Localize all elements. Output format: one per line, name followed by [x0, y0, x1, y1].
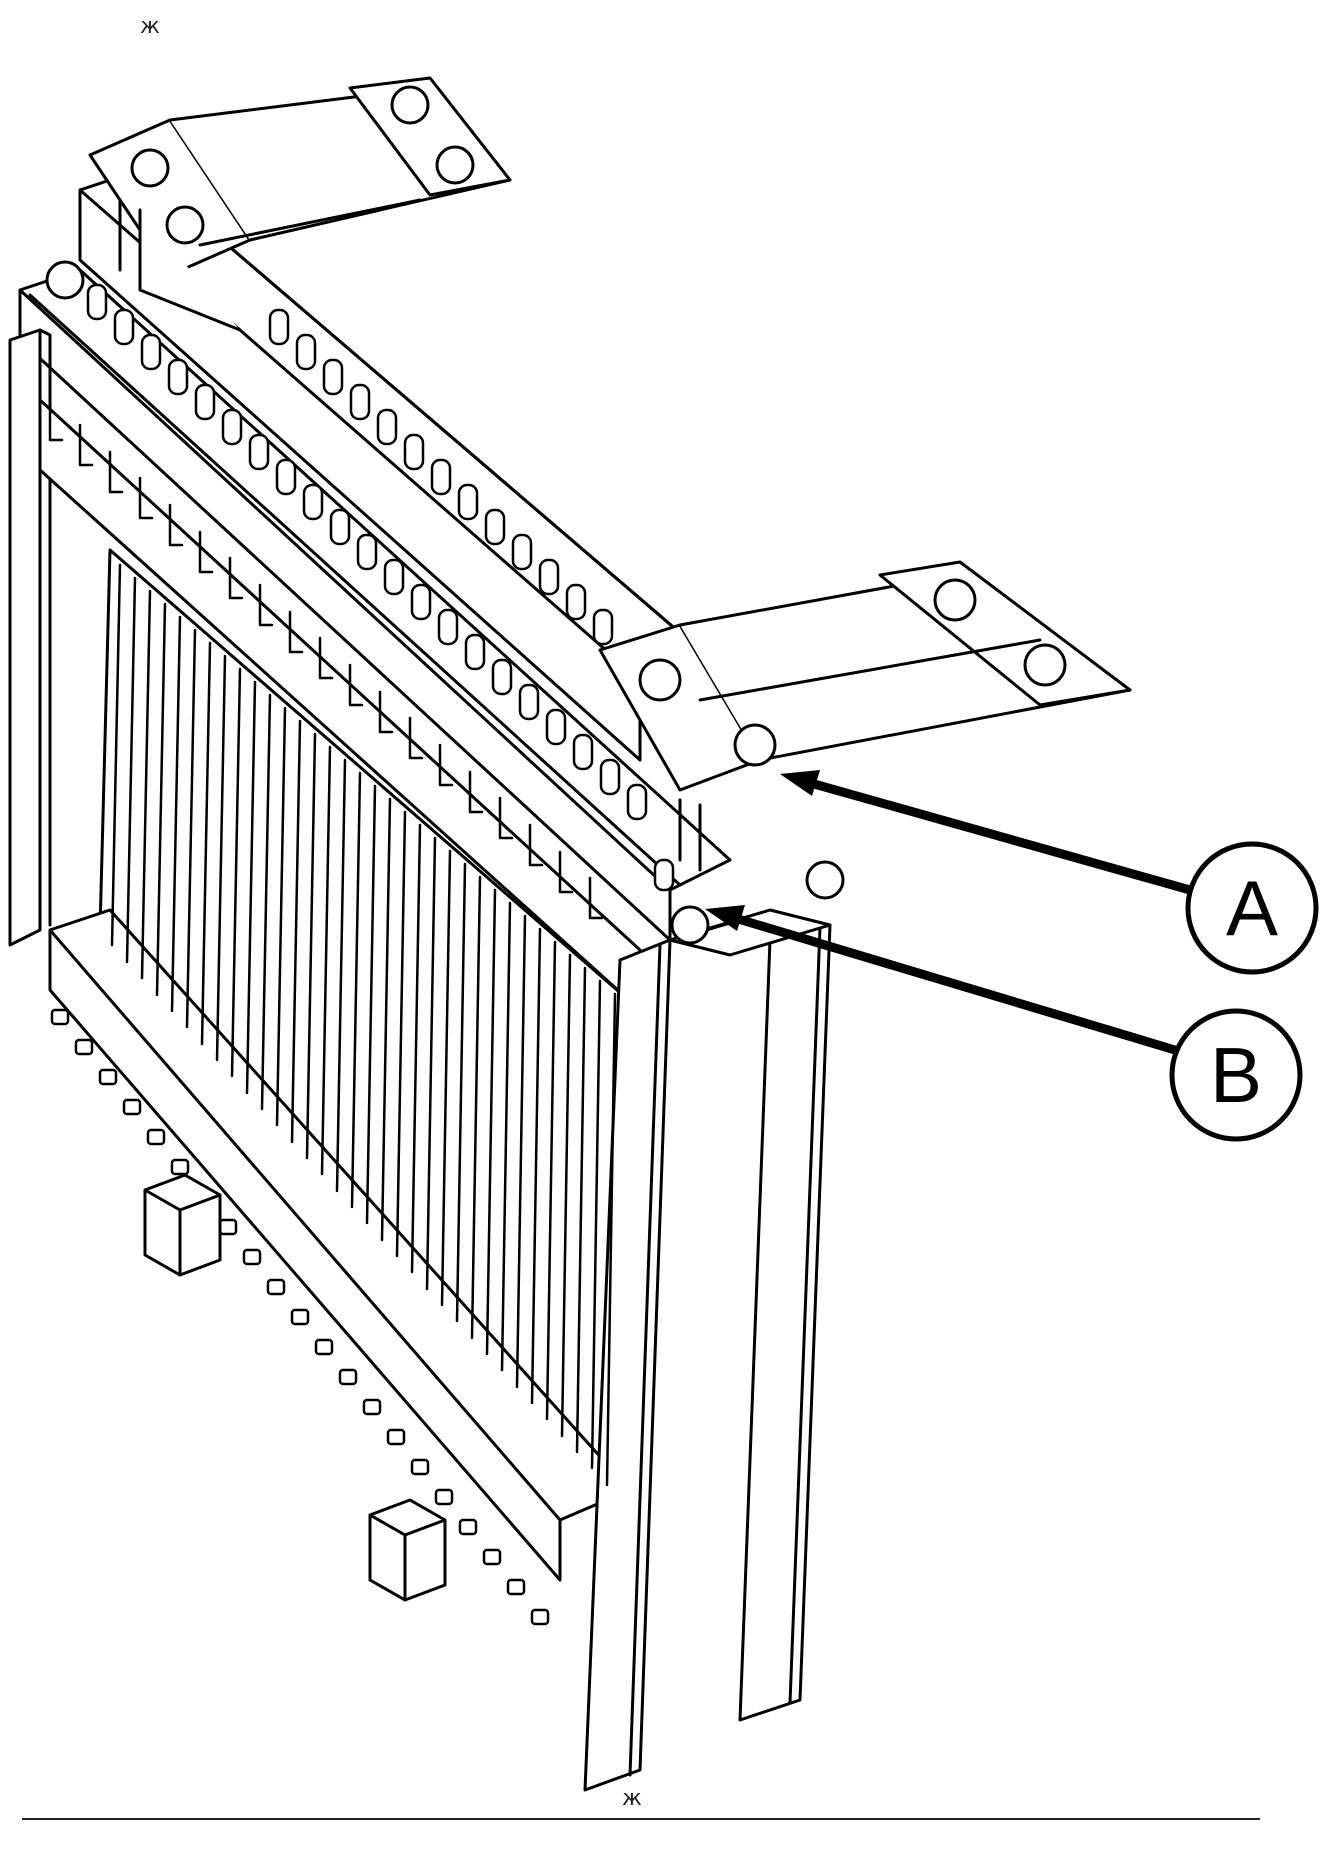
radiator-assembly-drawing: A B: [8, 76, 1319, 1792]
corner-mark: ж: [140, 14, 160, 39]
leader-arrowheads: [705, 770, 820, 931]
callout-leaders: [720, 775, 1195, 1055]
top-left-mounting-brackets: [88, 76, 512, 332]
bottom-rail-fasteners: [50, 1008, 550, 1626]
header-tube-stubs: [86, 283, 675, 892]
core-fins: [110, 563, 617, 1487]
corner-bolts: [45, 260, 845, 945]
header-slots: [48, 398, 604, 920]
mounting-blocks: [143, 1173, 447, 1602]
callout-a: A: [1185, 841, 1319, 975]
callout-a-label: A: [1226, 864, 1278, 952]
footer-rule: [22, 1818, 1260, 1820]
top-right-mounting-brackets: [598, 560, 1132, 872]
callout-b: B: [1169, 1008, 1303, 1142]
callout-b-label: B: [1210, 1031, 1262, 1119]
bottom-mark: ж: [622, 1786, 642, 1811]
